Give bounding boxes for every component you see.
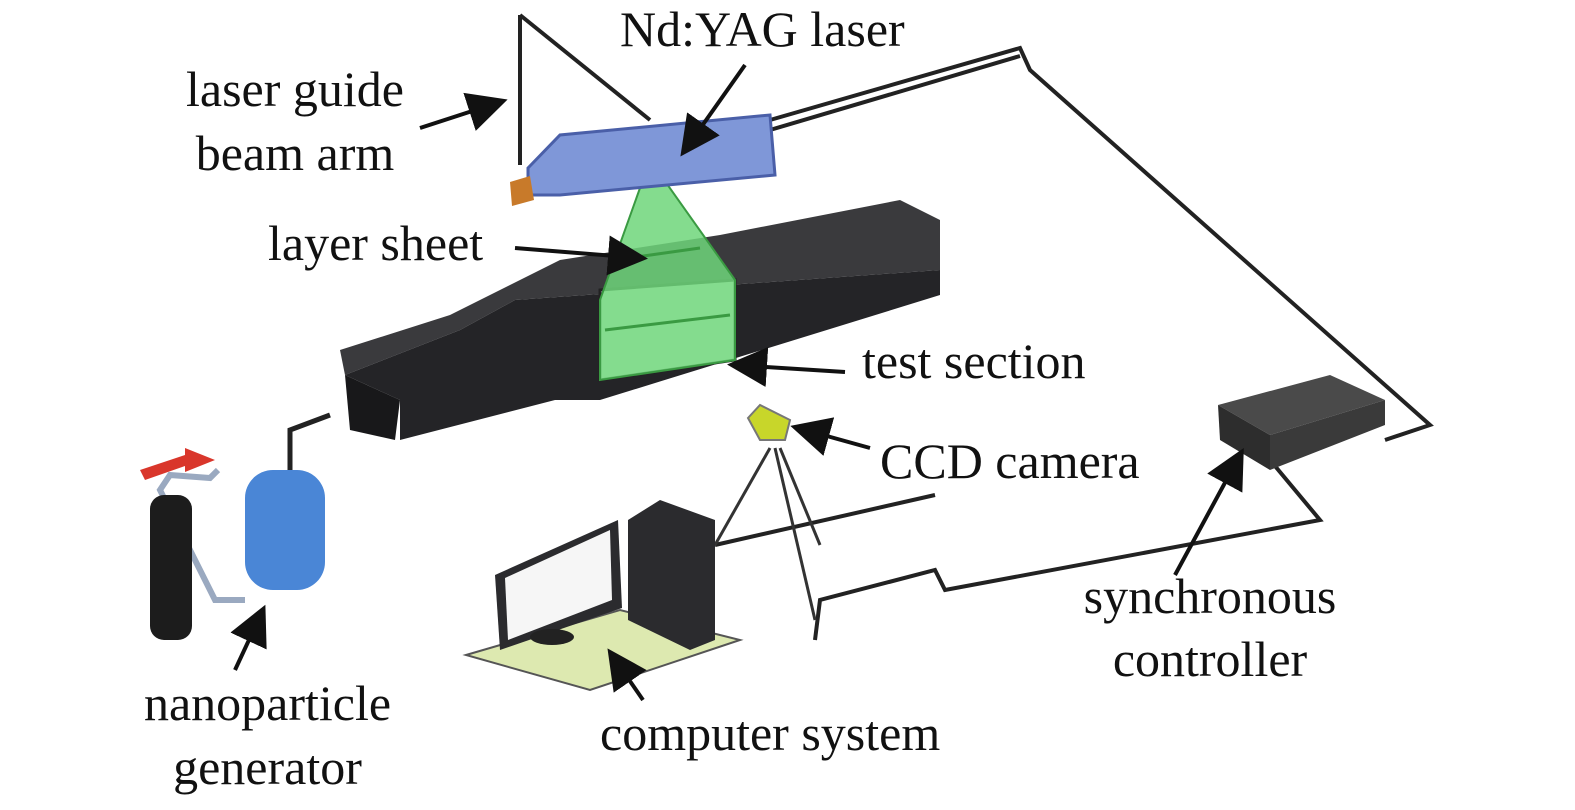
leader-arrows [230, 63, 1244, 702]
layer-sheet-label: layer sheet [268, 215, 484, 271]
cables [518, 13, 1434, 641]
laser-guide-beam-arm-label-line1: laser guide [186, 61, 404, 117]
nanoparticle-generator [140, 412, 331, 640]
synchronous-controller [1218, 375, 1385, 470]
synchronous-controller-label-line1: synchronous [1083, 568, 1337, 624]
test-section-label: test section [862, 333, 1086, 389]
laser-label: Nd:YAG laser [620, 1, 905, 57]
nanoparticle-generator-label-line2: generator [173, 739, 362, 795]
computer-system-label: computer system [600, 705, 941, 761]
laser-guide-beam-arm-label-line2: beam arm [195, 125, 395, 181]
laser-sheet [599, 157, 736, 382]
synchronous-controller-label-line2: controller [1112, 631, 1308, 687]
ccd-camera-label: CCD camera [880, 433, 1140, 489]
nanoparticle-generator-label-line1: nanoparticle [143, 675, 392, 731]
computer-system [462, 500, 744, 692]
ccd-camera [713, 403, 822, 621]
